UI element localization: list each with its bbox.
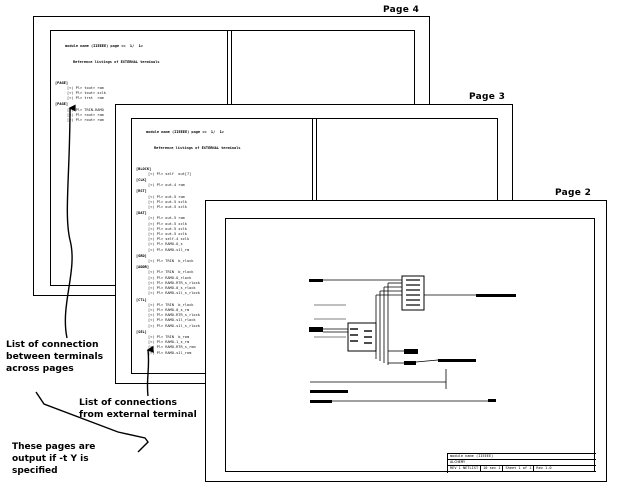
page3-group-name: [CTL] xyxy=(136,297,147,302)
page3-listing-row: [<) Pl> out-5 xclk xyxy=(148,199,187,204)
page-4-header-line2: Reference listings of EXTERNAL terminals xyxy=(73,60,160,65)
page3-group-name: [SEL] xyxy=(136,329,147,334)
annotation-line: These pages are xyxy=(12,442,96,452)
page-3-listing: module name (IIEEEE) page << 1/ 1> Refer… xyxy=(136,120,241,356)
schematic-input-terminal-b xyxy=(309,327,323,332)
page3-listing-row: [<) Pl> RAMO-1_s_rm xyxy=(148,340,190,345)
page-2-label: Page 2 xyxy=(555,188,592,198)
page3-listing-row: [<) Pl> RAMO-O_s xyxy=(148,242,183,247)
page3-group-name: [ADDR] xyxy=(136,265,149,270)
page4-group-name: [PAGE] xyxy=(55,80,68,85)
page-2-frame: module name (IIEEEE) ALCHEMY REV 1 NETLI… xyxy=(225,218,596,473)
page3-listing-row: [<) Pl> out-5 xclk xyxy=(148,205,187,210)
page3-listing-row: [<) Pl> TRIN b_rlock xyxy=(148,259,194,264)
title-block-row-1: module name (IIEEEE) xyxy=(448,454,596,460)
page3-group-name: [GRD] xyxy=(136,253,147,258)
page3-listing-row: [<) Pl> out-5 rom xyxy=(148,216,185,221)
page3-listing-row: [<) Pl> RAMO-s1l_rm xyxy=(148,247,190,252)
page-2-sheet: module name (IIEEEE) ALCHEMY REV 1 NETLI… xyxy=(205,200,607,482)
title-block-row-2: ALCHEMY xyxy=(448,460,596,466)
annotation-line: from external terminal xyxy=(79,409,197,420)
page3-listing-row: [<) Pl> out-4 rom xyxy=(148,183,185,188)
page4-listing-row: [<) Pl> tout> xclk xyxy=(67,91,106,96)
page3-listing-row: [<) Pl> RAMO-0_s_rm xyxy=(148,307,190,312)
page3-listing-row: [<) Pl> self out[7] xyxy=(148,171,192,176)
page-3-header-line2: Reference listings of EXTERNAL terminals xyxy=(154,146,241,151)
schematic-terminal-e xyxy=(488,399,496,402)
page3-listing-row: [<) Pl> out-5 rom xyxy=(148,194,185,199)
page3-listing-row: [<) Pl> RAMO-s1l_s_rlock xyxy=(148,323,200,328)
page3-listing-row: [<) Pl> TRIN b_rlock xyxy=(148,302,194,307)
schematic-component-lower-a xyxy=(404,349,418,354)
annotation-line: output if -t Y is xyxy=(12,454,89,464)
schematic-input-terminal-c xyxy=(310,390,348,393)
page4-listing-row: [<) Pl> tout> rom xyxy=(67,85,104,90)
page3-listing-row: [<) Pl> TRIN b_rom xyxy=(148,334,190,339)
page3-listing-row: [<) Pl> RAMO-RTR_s_rlock xyxy=(148,280,200,285)
schematic-input-terminal-a xyxy=(309,279,323,282)
annotation-line: between terminals xyxy=(6,351,104,362)
page-4-label: Page 4 xyxy=(383,5,420,15)
page3-group-name: [DAT] xyxy=(136,211,147,216)
title-block-cell: REV 1 NETLIST xyxy=(448,466,482,471)
title-block-cell: 10 sec 1 xyxy=(481,466,504,471)
schematic-component-lower-b xyxy=(404,361,416,365)
page4-group-name: [PAGE] xyxy=(55,102,68,107)
page3-listing-row: [<) Pl> out-5 xclk xyxy=(148,226,187,231)
annotation-line: across pages xyxy=(6,363,74,374)
page3-listing-row: [<) Pl> RAMO-0_s_rlock xyxy=(148,286,196,291)
page-3-label: Page 3 xyxy=(469,92,506,102)
page3-group-name: [BLOCK] xyxy=(136,166,152,171)
page-3-header-line1: module name (IIEEEE) page << 1/ 1> xyxy=(146,130,224,135)
schematic-wire xyxy=(415,359,439,363)
page3-group-name: [RST] xyxy=(136,189,147,194)
schematic-output-terminal-b xyxy=(438,359,476,362)
schematic-output-terminal-a xyxy=(476,294,516,297)
annotation-external: List of connections from external termin… xyxy=(79,397,197,421)
page3-group-name: [CLK] xyxy=(136,178,147,183)
annotation-line: specified xyxy=(12,466,58,476)
page3-listing-row: [<) Pl> out-5 xclk xyxy=(148,232,187,237)
page3-listing-row: [<) Pl> out-5 xclk xyxy=(148,221,187,226)
page3-listing-row: [<) Pl> RAMO-RTR_s_rlock xyxy=(148,313,200,318)
page3-listing-row: [<) Pl> RAMO-s1l_rlock xyxy=(148,318,196,323)
schematic-diagram xyxy=(309,275,516,403)
page3-listing-row: [<) Pl> TRIN b_rlock xyxy=(148,270,194,275)
title-block-cell: Rev 1.0 xyxy=(536,466,552,470)
annotation-line: List of connections xyxy=(79,397,177,408)
page-4-header-line1: module name (IIEEEE) page << 1/ 1> xyxy=(65,44,143,49)
schematic-input-terminal-d xyxy=(310,400,332,403)
page3-listing-row: [<) Pl> RAMO-s1l_s_rlock xyxy=(148,291,200,296)
annotation-line: List of connection xyxy=(6,339,99,350)
page3-listing-row: [<) Pl> self-4 xclk xyxy=(148,237,190,242)
page3-listing-row: [<) Pl> RAMO-O_rlock xyxy=(148,275,192,280)
title-block-cell: Sheet 1 of 1 xyxy=(503,466,535,471)
annotation-across-pages: List of connection between terminals acr… xyxy=(6,339,103,375)
annotation-output-note: These pages are output if -t Y is specif… xyxy=(12,441,95,477)
page-2-title-block: module name (IIEEEE) ALCHEMY REV 1 NETLI… xyxy=(447,453,596,473)
page4-listing-row: [<) Pl> trst rom xyxy=(67,96,104,101)
